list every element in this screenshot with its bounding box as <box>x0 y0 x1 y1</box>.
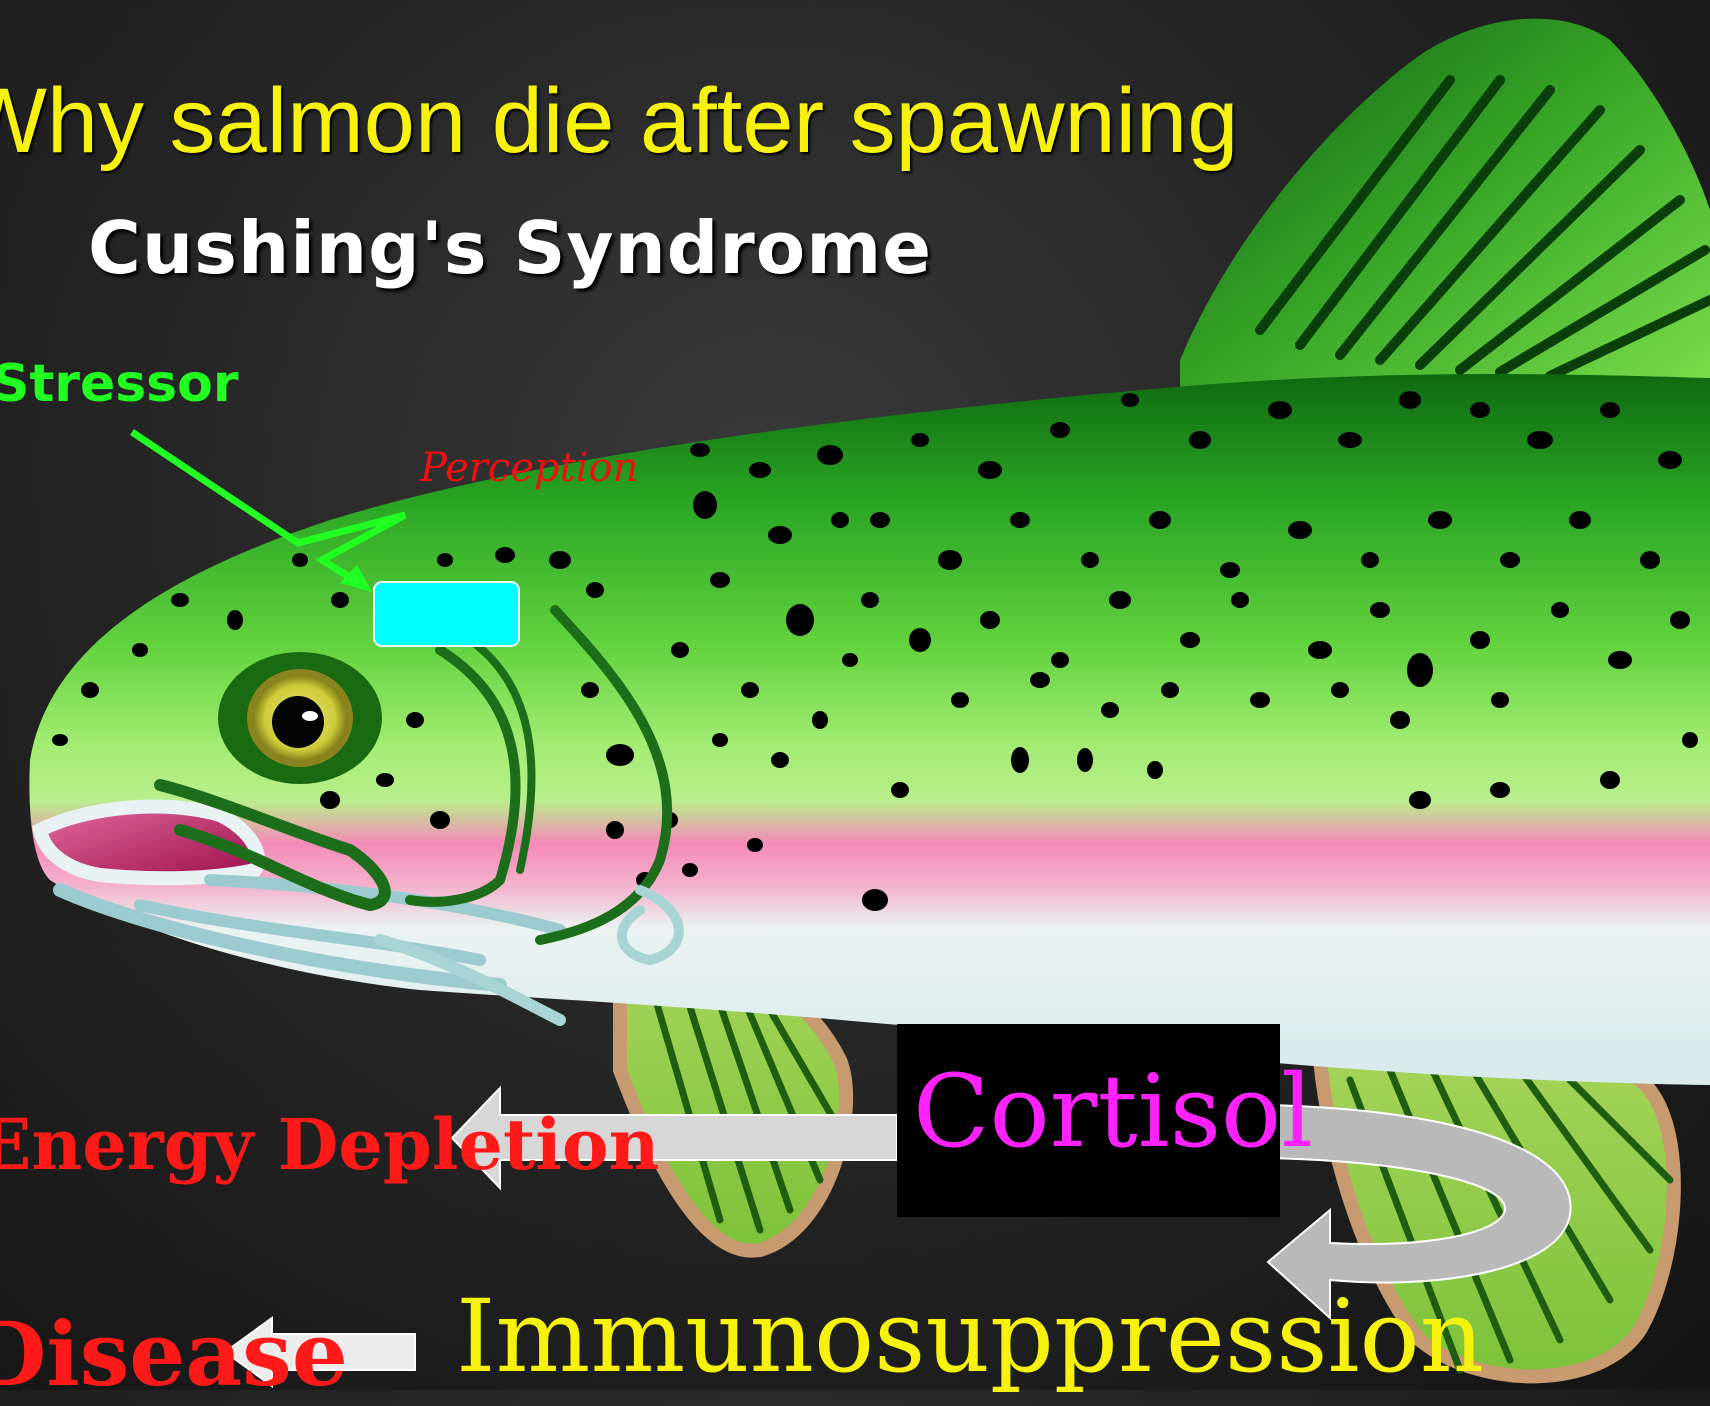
page-title: Why salmon die after spawning <box>0 75 1238 167</box>
label-immunosuppression: Immunosuppression <box>456 1287 1484 1387</box>
label-cortisol: Cortisol <box>913 1062 1313 1162</box>
trout-eye <box>218 652 382 784</box>
label-perception: Perception <box>420 448 638 488</box>
subtitle: Cushing's Syndrome <box>88 212 932 284</box>
label-disease: Disease <box>0 1310 348 1398</box>
label-energy-depletion: Energy Depletion <box>0 1110 659 1180</box>
brain-box-icon <box>374 582 519 646</box>
label-stressor: Stressor <box>0 358 239 410</box>
